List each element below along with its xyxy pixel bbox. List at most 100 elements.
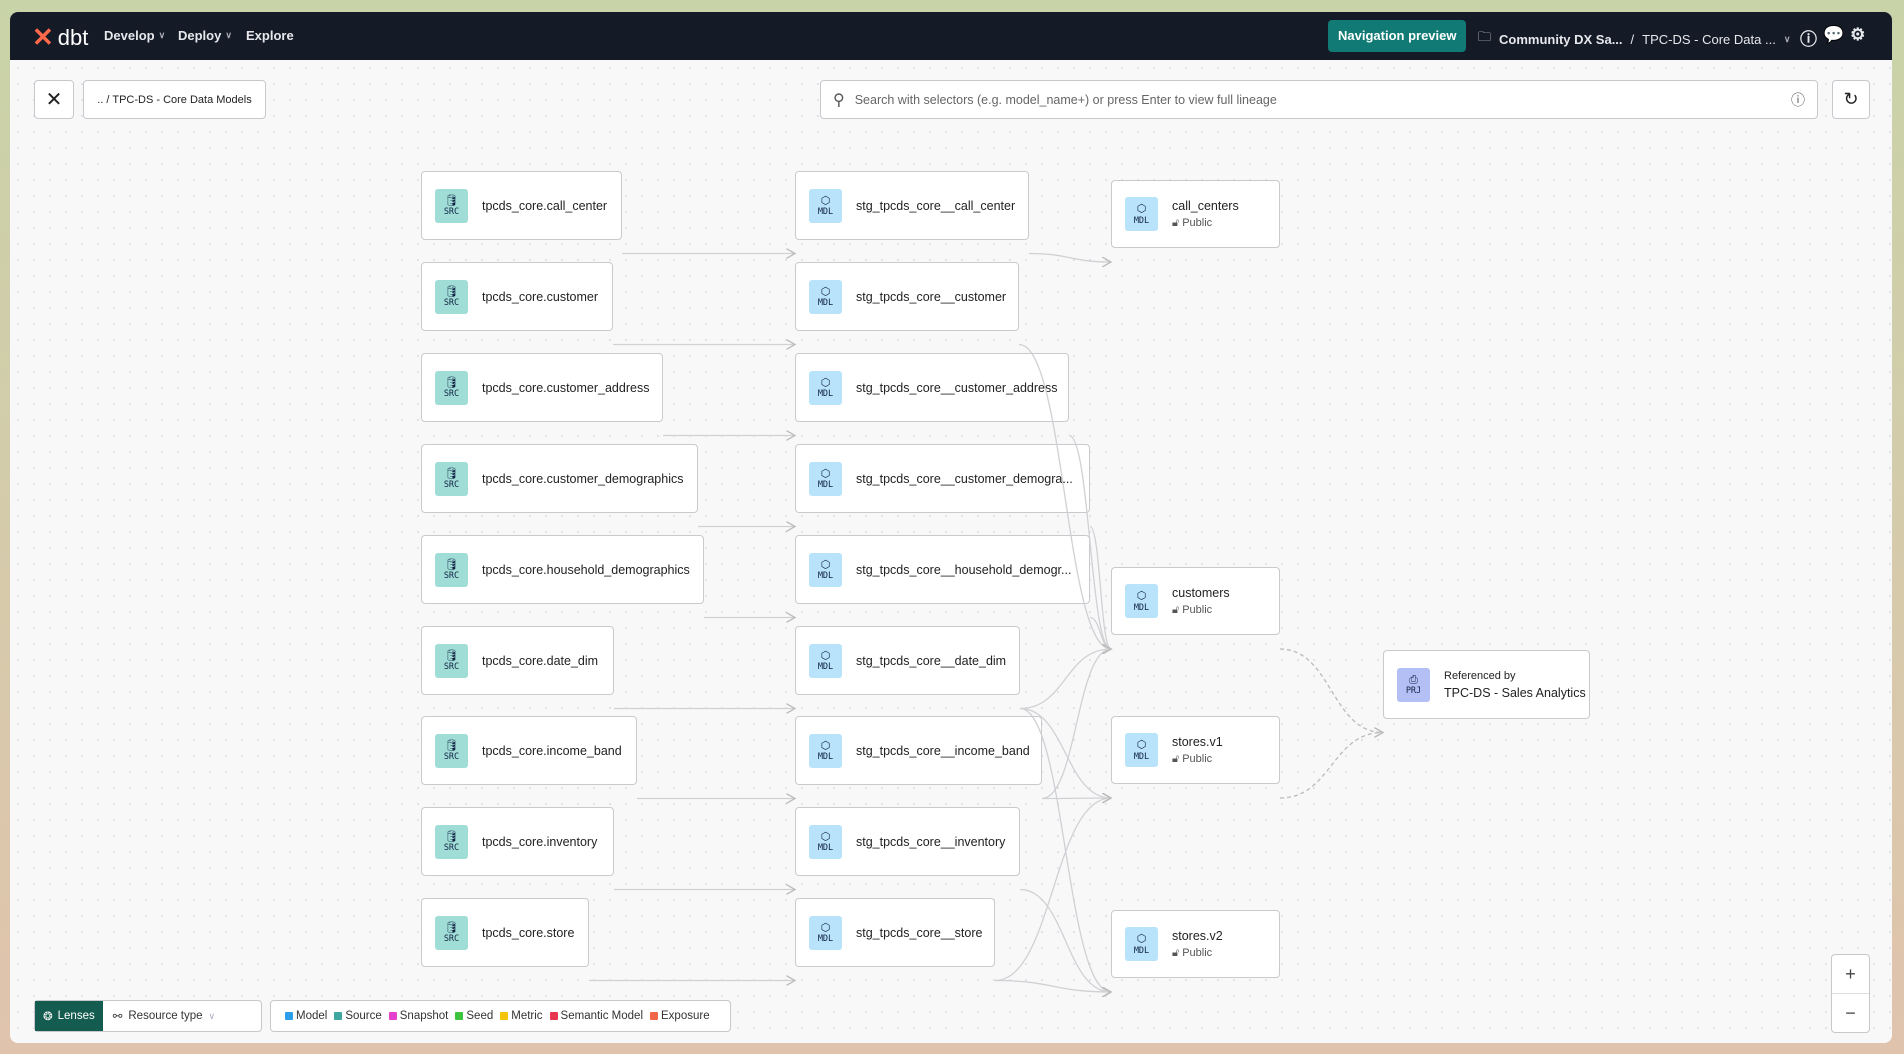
cube-icon: ⬡ xyxy=(820,284,831,298)
close-button[interactable]: ✕ xyxy=(34,80,74,119)
legend-item[interactable]: Metric xyxy=(500,1010,543,1022)
legend-swatch xyxy=(650,1012,659,1020)
src-badge: 🛢SRC xyxy=(435,733,468,768)
project-switcher[interactable]: 🗀Community DX Sa... / TPC-DS - Core Data… xyxy=(1478,28,1790,50)
zoom-in-button[interactable]: + xyxy=(1832,955,1869,994)
dbt-logo[interactable]: ✕dbt xyxy=(32,22,89,52)
refresh-icon: ↻ xyxy=(1843,89,1859,109)
src-badge: 🛢SRC xyxy=(435,552,468,587)
folder-icon: 🗀 xyxy=(1478,29,1492,44)
mdl-badge: ⬡MDL xyxy=(809,370,842,405)
node-label: stores.v2 xyxy=(1172,928,1223,943)
chevron-down-icon: ∨ xyxy=(158,30,166,40)
search-bar: ⚲ ⓘ xyxy=(820,80,1818,119)
info-icon[interactable]: ⓘ xyxy=(1791,91,1805,108)
project-reference-node[interactable]: ⎙PRJ Referenced by TPC-DS - Sales Analytic… xyxy=(1383,650,1590,719)
node-label: stores.v1 xyxy=(1172,734,1223,749)
legend-item[interactable]: Seed xyxy=(455,1010,493,1022)
access-label: Public xyxy=(1182,216,1213,229)
lenses-button[interactable]: ❂Lenses xyxy=(35,1001,103,1031)
referenced-by-label: Referenced by xyxy=(1444,669,1516,682)
node-label: stg_tpcds_core__store xyxy=(856,925,983,940)
lens-icon: ❂ xyxy=(43,1011,53,1023)
zoom-controls: + − xyxy=(1831,954,1870,1033)
mdl-badge: ⬡MDL xyxy=(809,643,842,678)
cube-icon: ⬡ xyxy=(820,920,831,934)
staging-model-node[interactable]: ⬡MDL stg_tpcds_core__customer_address xyxy=(795,353,1069,422)
navigation-preview-button[interactable]: Navigation preview xyxy=(1328,20,1467,52)
mdl-badge: ⬡MDL xyxy=(1125,927,1158,961)
feedback-icon[interactable]: 💬 xyxy=(1823,25,1845,44)
mdl-badge: ⬡MDL xyxy=(1125,197,1158,231)
legend-item[interactable]: Snapshot xyxy=(388,1010,448,1022)
node-label: tpcds_core.income_band xyxy=(482,743,622,758)
nav-deploy[interactable]: Deploy∨ xyxy=(178,28,232,43)
nav-explore[interactable]: Explore xyxy=(246,28,294,43)
project-name: TPC-DS - Sales Analytics xyxy=(1444,685,1586,700)
legend-item[interactable]: Exposure xyxy=(650,1010,710,1022)
lineage-edge xyxy=(994,979,1111,993)
account-name[interactable]: Community DX Sa... xyxy=(1499,31,1623,47)
nav-develop[interactable]: Develop∨ xyxy=(104,28,166,43)
gear-icon[interactable]: ⚙ xyxy=(1850,25,1866,44)
node-label: tpcds_core.store xyxy=(482,925,575,940)
cube-icon: ⬡ xyxy=(820,648,831,662)
legend-swatch xyxy=(500,1012,509,1020)
resource-type-dropdown[interactable]: ⚯Resource type∨ xyxy=(112,1010,216,1023)
refresh-button[interactable]: ↻ xyxy=(1832,80,1870,119)
mdl-badge: ⬡MDL xyxy=(809,461,842,496)
mdl-badge: ⬡MDL xyxy=(809,188,842,223)
search-input[interactable] xyxy=(854,92,1781,107)
project-name[interactable]: TPC-DS - Core Data ... xyxy=(1642,31,1776,47)
search-icon: ⚲ xyxy=(833,91,845,109)
legend: Model Source Snapshot Seed Metric Semantic Mo… xyxy=(270,1000,731,1032)
src-badge: 🛢SRC xyxy=(435,279,468,314)
graph-icon: ⚯ xyxy=(112,1011,123,1023)
project-icon: ⎙ xyxy=(1409,672,1418,686)
top-navbar: ✕dbt Develop∨ Deploy∨ Explore Navigation… xyxy=(10,12,1892,60)
lineage-canvas[interactable]: ✕ .. / TPC-DS - Core Data Models ⚲ ⓘ ↻ 🛢… xyxy=(10,60,1892,1043)
chevron-down-icon: ∨ xyxy=(208,1010,216,1021)
legend-item[interactable]: Model xyxy=(285,1010,327,1022)
unlock-icon: 🔓︎ xyxy=(1172,752,1180,765)
chevron-down-icon: ∨ xyxy=(225,30,232,40)
legend-item[interactable]: Source xyxy=(334,1010,382,1022)
cube-icon: ⬡ xyxy=(820,738,831,752)
zoom-out-button[interactable]: − xyxy=(1845,1003,1856,1023)
lineage-edge xyxy=(1089,616,1111,650)
source-node[interactable]: 🛢SRC tpcds_core.income_band xyxy=(421,716,637,785)
lineage-edge xyxy=(1041,798,1111,799)
legend-swatch xyxy=(388,1012,397,1020)
node-label: stg_tpcds_core__customer_address xyxy=(856,380,1058,395)
node-label: stg_tpcds_core__household_demogr... xyxy=(856,562,1072,577)
breadcrumb[interactable]: .. / TPC-DS - Core Data Models xyxy=(83,80,266,119)
prj-badge: ⎙PRJ xyxy=(1397,667,1430,702)
close-icon: ✕ xyxy=(45,89,63,111)
lineage-edge xyxy=(1019,649,1111,710)
legend-item[interactable]: Semantic Model xyxy=(549,1010,643,1022)
cube-icon: ⬡ xyxy=(1136,738,1147,752)
source-node[interactable]: 🛢SRC tpcds_core.store xyxy=(421,898,589,967)
help-icon[interactable]: ⓘ xyxy=(1800,30,1817,49)
src-badge: 🛢SRC xyxy=(435,915,468,950)
node-label: call_centers xyxy=(1172,198,1239,213)
